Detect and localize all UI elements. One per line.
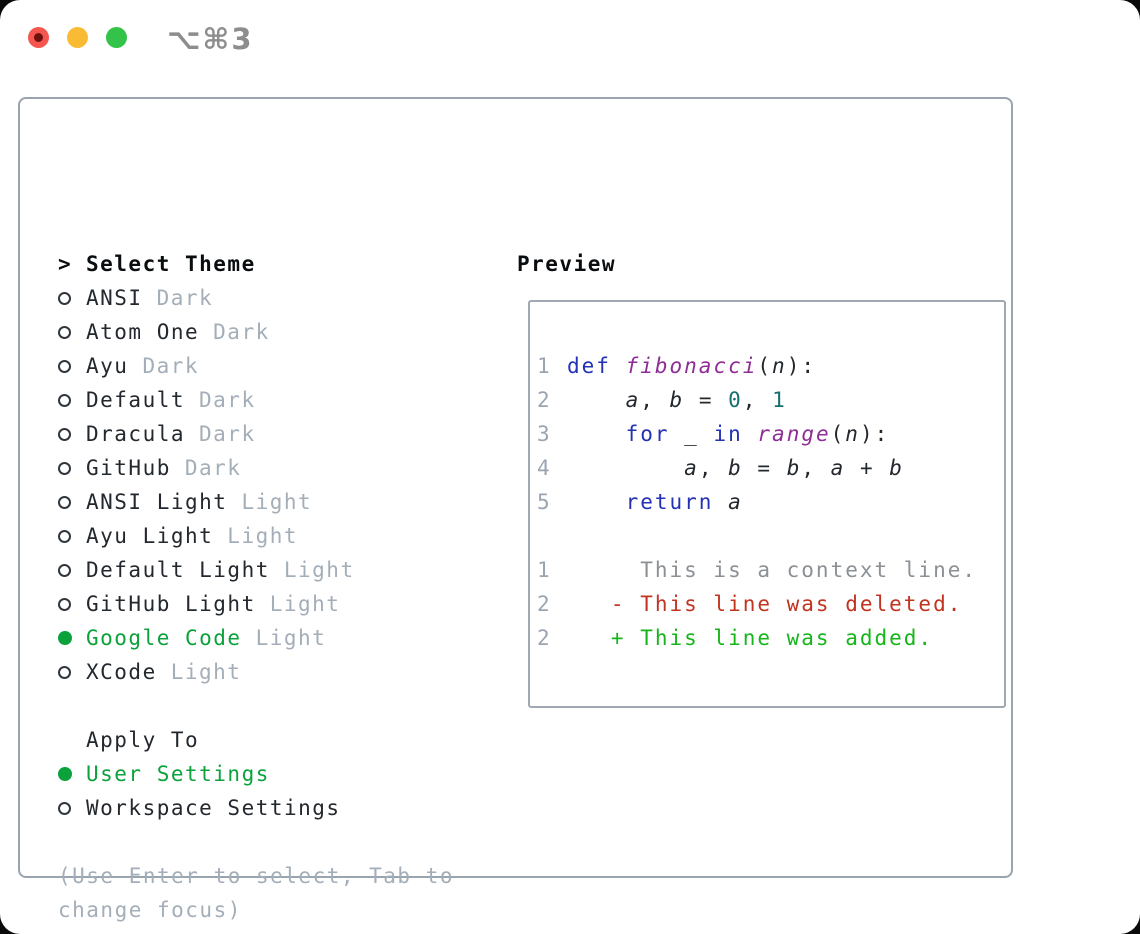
theme-item-google-code[interactable]: Google Code Light xyxy=(58,621,498,655)
line-number: 1 xyxy=(537,354,552,378)
zoom-button[interactable] xyxy=(106,27,127,48)
prompt-chevron-icon: > xyxy=(58,252,73,276)
apply-option-label: User Settings xyxy=(86,762,270,786)
diff-text: - This line was deleted. xyxy=(567,592,963,616)
spacer xyxy=(530,519,1004,553)
spacer xyxy=(58,689,498,723)
theme-name: Default xyxy=(86,388,186,412)
diff-line-added: 2 + This line was added. xyxy=(530,621,1004,655)
theme-variant: Dark xyxy=(213,320,270,344)
apply-option-user-settings[interactable]: User Settings xyxy=(58,757,498,791)
diff-text: This is a context line. xyxy=(567,558,978,582)
diff-text: + This line was added. xyxy=(567,626,934,650)
radio-icon xyxy=(58,427,71,441)
theme-variant: Light xyxy=(283,558,355,582)
apply-to-header: Apply To xyxy=(58,723,498,757)
radio-selected-icon xyxy=(58,631,72,645)
theme-name: Dracula xyxy=(86,422,186,446)
minimize-button[interactable] xyxy=(67,27,88,48)
line-number: 1 xyxy=(537,558,552,582)
theme-name: ANSI Light xyxy=(86,490,228,514)
line-number: 5 xyxy=(537,490,552,514)
theme-variant: Dark xyxy=(156,286,214,310)
theme-variant: Dark xyxy=(199,422,256,446)
theme-item-xcode[interactable]: XCode Light xyxy=(58,655,498,689)
select-theme-header: > Select Theme xyxy=(58,247,498,281)
theme-item-default[interactable]: Default Dark xyxy=(58,383,498,417)
spacer xyxy=(58,825,498,859)
diff-block: 1 This is a context line.2 - This line w… xyxy=(530,553,1004,655)
line-number: 4 xyxy=(537,456,552,480)
theme-name: ANSI xyxy=(86,286,143,310)
theme-variant: Light xyxy=(241,490,313,514)
window-title: ⌥⌘3 xyxy=(167,22,254,56)
theme-item-ansi-light[interactable]: ANSI Light Light xyxy=(58,485,498,519)
radio-icon xyxy=(58,393,71,407)
diff-line-deleted: 2 - This line was deleted. xyxy=(530,587,1004,621)
radio-icon xyxy=(58,461,71,475)
radio-icon xyxy=(58,563,71,577)
radio-icon xyxy=(58,529,71,543)
radio-icon xyxy=(58,359,71,373)
theme-item-atom-one[interactable]: Atom One Dark xyxy=(58,315,498,349)
radio-icon xyxy=(58,495,71,509)
theme-name: GitHub Light xyxy=(86,592,256,616)
theme-item-default-light[interactable]: Default Light Light xyxy=(58,553,498,587)
theme-name: Default Light xyxy=(86,558,270,582)
code-line: 4 a, b = b, a + b xyxy=(537,456,904,480)
apply-option-label: Workspace Settings xyxy=(86,796,341,820)
theme-item-ayu-light[interactable]: Ayu Light Light xyxy=(58,519,498,553)
theme-name: Ayu Light xyxy=(86,524,214,548)
line-number: 2 xyxy=(537,388,552,412)
select-theme-title: Select Theme xyxy=(86,252,256,276)
radio-icon xyxy=(58,325,71,339)
theme-item-ansi[interactable]: ANSI Dark xyxy=(58,281,498,315)
theme-item-github-light[interactable]: GitHub Light Light xyxy=(58,587,498,621)
theme-name: XCode xyxy=(86,660,157,684)
theme-variant: Dark xyxy=(199,388,256,412)
code-line: 2 a, b = 0, 1 xyxy=(537,388,787,412)
radio-selected-icon xyxy=(58,767,72,781)
diff-line-context: 1 This is a context line. xyxy=(530,553,1004,587)
theme-item-dracula[interactable]: Dracula Dark xyxy=(58,417,498,451)
theme-variant: Light xyxy=(170,660,242,684)
radio-icon xyxy=(58,597,71,611)
line-number: 2 xyxy=(537,626,552,650)
title-bar: ⌥⌘3 xyxy=(0,0,1140,76)
radio-icon xyxy=(58,801,71,815)
code-line: 3 for _ in range(n): xyxy=(537,422,890,446)
theme-variant: Light xyxy=(255,626,327,650)
close-button[interactable] xyxy=(28,27,49,48)
theme-variant: Dark xyxy=(142,354,200,378)
theme-variant: Light xyxy=(269,592,341,616)
theme-variant: Light xyxy=(227,524,299,548)
theme-name: Ayu xyxy=(86,354,129,378)
theme-variant: Dark xyxy=(184,456,242,480)
code-line: 5 return a xyxy=(537,490,743,514)
theme-name: Google Code xyxy=(86,626,242,650)
line-number: 2 xyxy=(537,592,552,616)
theme-name: GitHub xyxy=(86,456,171,480)
apply-option-workspace-settings[interactable]: Workspace Settings xyxy=(58,791,498,825)
radio-icon xyxy=(58,291,71,305)
radio-icon xyxy=(58,665,71,679)
theme-item-github[interactable]: GitHub Dark xyxy=(58,451,498,485)
keyboard-hint: (Use Enter to select, Tab to change focu… xyxy=(58,864,455,922)
preview-title: Preview xyxy=(517,252,617,276)
apply-to-title: Apply To xyxy=(86,728,200,752)
theme-item-ayu[interactable]: Ayu Dark xyxy=(58,349,498,383)
line-number: 3 xyxy=(537,422,552,446)
theme-name: Atom One xyxy=(86,320,200,344)
